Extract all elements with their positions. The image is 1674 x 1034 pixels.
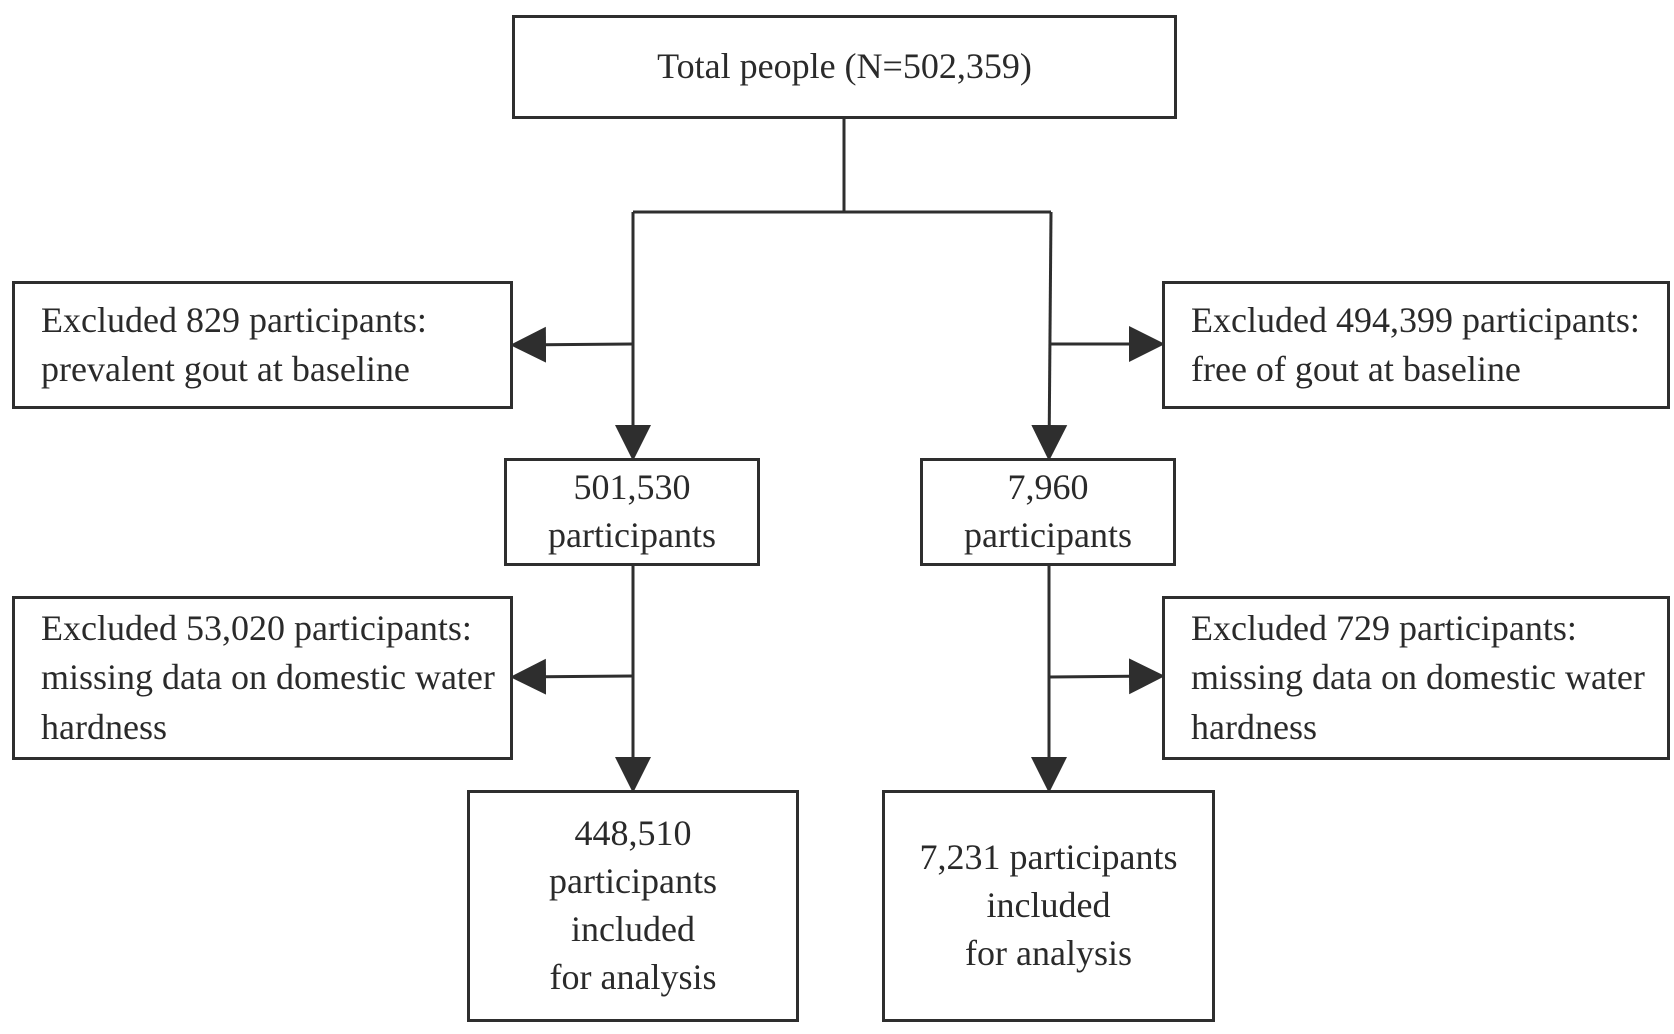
exclusion-reason-text: missing data on domestic water: [41, 657, 495, 698]
total-people-text: Total people (N=502,359): [657, 46, 1032, 87]
cohort-unit-text: participants: [964, 515, 1132, 555]
final-status-text: included: [986, 885, 1111, 926]
exclusion-reason-text: prevalent gout at baseline: [41, 349, 410, 389]
exclusion-prevalent-gout-box: Excluded 829 participants: prevalent gou…: [12, 281, 513, 409]
cohort-left-box: 501,530 participants: [504, 458, 760, 566]
exclusion-reason-text: hardness: [1191, 706, 1317, 747]
final-analysis-right-box: 7,231 participants included for analysis: [882, 790, 1215, 1022]
final-count-text: 448,510: [574, 813, 692, 854]
exclusion-missing-water-right-box: Excluded 729 participants: missing data …: [1162, 596, 1670, 760]
final-status-text: included: [571, 909, 695, 949]
arrow-to-exclusion-left-2: [510, 658, 634, 695]
final-analysis-left-box: 448,510 participants included for analys…: [467, 790, 799, 1022]
exclusion-missing-water-left-box: Excluded 53,020 participants: missing da…: [12, 596, 513, 760]
exclusion-reason-text: hardness: [41, 706, 167, 747]
exclusion-free-of-gout-box: Excluded 494,399 participants: free of g…: [1162, 281, 1670, 409]
total-people-box: Total people (N=502,359): [512, 15, 1177, 119]
final-purpose-text: for analysis: [965, 932, 1132, 973]
final-unit-text: participants: [549, 861, 717, 902]
exclusion-count-text: Excluded 53,020 participants:: [41, 608, 472, 649]
cohort-unit-text: participants: [548, 515, 716, 555]
exclusion-count-text: Excluded 729 participants:: [1191, 608, 1577, 649]
exclusion-reason-text: missing data on domestic water: [1191, 657, 1645, 698]
exclusion-count-text: Excluded 829 participants:: [41, 299, 427, 340]
cohort-count-text: 7,960: [1007, 467, 1089, 508]
exclusion-count-text: Excluded 494,399 participants:: [1191, 299, 1640, 340]
final-count-text: 7,231 participants: [919, 837, 1178, 878]
arrow-to-exclusion-left-1: [510, 326, 634, 363]
arrow-to-cohort-right: [1031, 211, 1068, 461]
exclusion-reason-text: free of gout at baseline: [1191, 349, 1521, 389]
final-purpose-text: for analysis: [549, 956, 717, 997]
arrow-to-exclusion-right-2: [1048, 658, 1165, 695]
cohort-right-box: 7,960 participants: [920, 458, 1176, 566]
cohort-count-text: 501,530: [573, 467, 691, 508]
